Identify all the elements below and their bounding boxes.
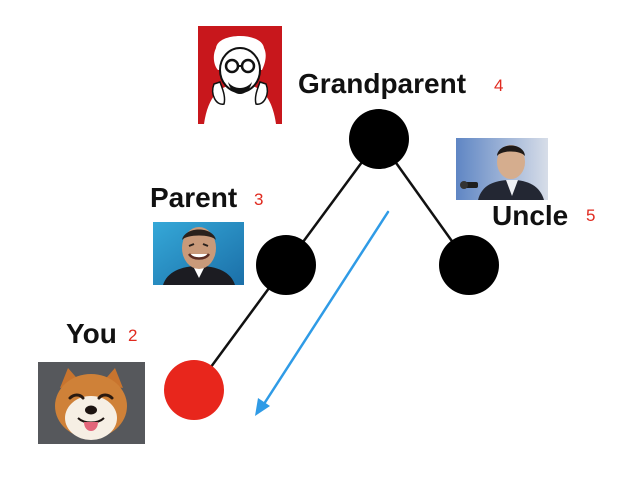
traversal-arrowhead-icon <box>255 398 270 416</box>
parent-node <box>256 235 316 295</box>
uncle-label: Uncle <box>492 200 569 231</box>
uncle-node <box>439 235 499 295</box>
grandparent-label: Grandparent <box>298 68 467 99</box>
grandparent-photo <box>198 26 282 124</box>
you-photo <box>38 362 145 444</box>
uncle-count: 5 <box>586 206 596 225</box>
you-count: 2 <box>128 326 138 345</box>
parent-count: 3 <box>254 190 264 209</box>
parent-label: Parent <box>150 182 238 213</box>
you-node <box>164 360 224 420</box>
parent-photo <box>153 222 244 285</box>
grandparent-node <box>349 109 409 169</box>
you-label: You <box>66 318 117 349</box>
traversal-arrow-line <box>260 210 390 409</box>
grandparent-count: 4 <box>494 76 504 95</box>
uncle-photo <box>456 138 548 200</box>
